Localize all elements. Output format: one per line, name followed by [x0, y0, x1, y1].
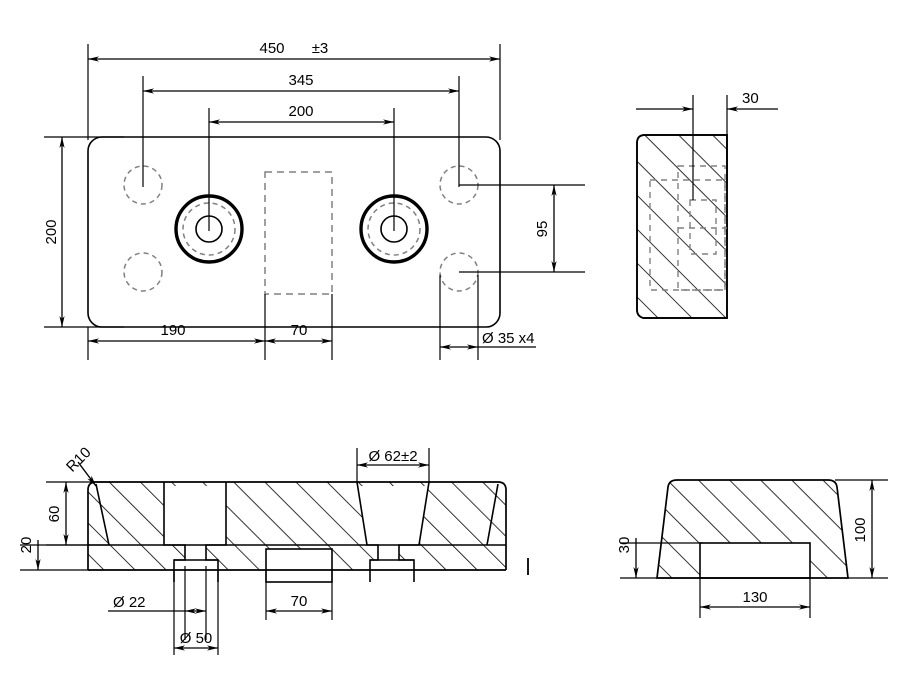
side-right-view: 30: [636, 90, 778, 319]
end-section-view: 100 30 130: [616, 479, 888, 618]
hidden-outer-rect: [649, 179, 726, 291]
dim-62-label: Ø 62±2: [368, 448, 417, 465]
cav-left-cbore: [174, 560, 218, 570]
dim-70-plan-label: 70: [291, 322, 308, 339]
end-cav-base: [700, 543, 810, 578]
side-right-outline: [636, 134, 728, 319]
front-ext-lines-left: [20, 481, 110, 571]
dim-100-label: 100: [852, 517, 869, 542]
dim-450-label: 450: [259, 40, 284, 57]
end-section-hatching: [657, 480, 848, 578]
front-section-draft-edges: [88, 483, 506, 546]
end-ext-lines-bottom: [699, 578, 811, 618]
plan-ext-lines-bottom: [87, 275, 479, 360]
end-base-recess: [699, 542, 811, 579]
end-ext-lines-left: [620, 542, 703, 579]
front-section-outline: [87, 481, 507, 570]
dim-70-front-label: 70: [291, 593, 308, 610]
front-section-view: R10 60 20 Ø 62±2 Ø 22: [18, 444, 529, 655]
hidden-inner-rect: [689, 199, 717, 255]
dim-hole-35-label: Ø 35 x4: [482, 330, 535, 347]
cav-right-bore: [357, 486, 429, 545]
dim-30-label: 30: [742, 90, 759, 107]
dim-50-label: Ø 50: [180, 630, 213, 647]
small-hole-tl: [123, 165, 163, 205]
front-bore-right: [356, 481, 430, 582]
cav-center-recess: [266, 549, 332, 570]
plan-center-recess: [264, 171, 333, 295]
plan-ext-lines-top: [87, 44, 501, 231]
plan-view: 450 ±3 345 200 200 95: [43, 40, 585, 360]
dim-r10-label: R10: [63, 444, 94, 475]
dim-30-end-label: 30: [616, 537, 633, 554]
side-right-hidden-features: [649, 165, 727, 291]
plan-ext-lines-right: [459, 184, 585, 273]
dim-130-label: 130: [742, 589, 767, 606]
end-ext-lines-right: [835, 479, 888, 579]
dim-width-200-label: 200: [43, 219, 60, 244]
plan-outline: [87, 136, 501, 328]
front-section-hatching: [88, 482, 506, 570]
end-section-outline: [656, 479, 849, 579]
front-center-recess: [265, 548, 333, 583]
small-hole-bl: [123, 252, 163, 292]
cav-left-bore: [164, 486, 226, 545]
dim-345-label: 345: [288, 72, 313, 89]
front-bore-left: [163, 482, 227, 582]
dim-95-label: 95: [534, 221, 551, 238]
dim-20-label: 20: [18, 537, 35, 554]
plan-ext-lines-left: [44, 136, 124, 328]
dim-22-label: Ø 22: [113, 594, 146, 611]
dim-190-label: 190: [160, 322, 185, 339]
dim-200-span-label: 200: [288, 103, 313, 120]
cav-right-cbore: [370, 560, 414, 570]
dim-450-tolerance: ±3: [312, 40, 329, 57]
dim-60-label: 60: [46, 506, 63, 523]
